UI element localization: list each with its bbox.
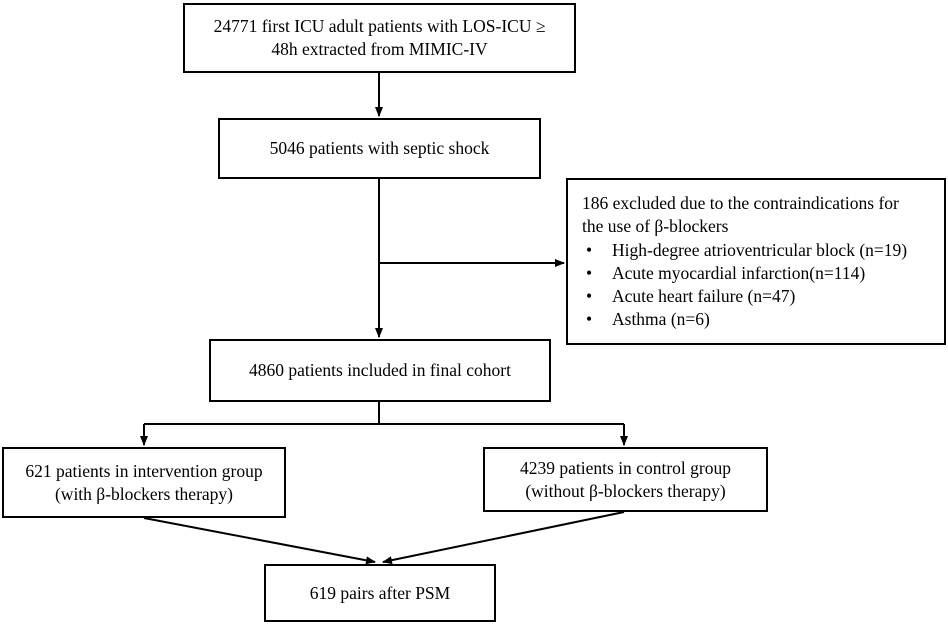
intervention-line-2: (with β-blockers therapy): [54, 483, 233, 504]
final-cohort-box: 4860 patients included in final cohort: [209, 339, 551, 402]
intervention-group-box: 621 patients in intervention group (with…: [2, 447, 286, 518]
exclusion-item-label: Asthma (n=6): [612, 309, 710, 329]
control-group-box: 4239 patients in control group (without …: [483, 447, 768, 512]
control-line-2: (without β-blockers therapy): [525, 480, 726, 501]
exclusion-item-mi: • Acute myocardial infarction(n=114): [582, 262, 934, 285]
psm-line-1: 619 pairs after PSM: [309, 582, 451, 603]
exclusion-item-label: Acute myocardial infarction(n=114): [612, 263, 866, 283]
control-line-1: 4239 patients in control group: [520, 457, 731, 478]
intervention-line-1: 621 patients in intervention group: [25, 460, 263, 481]
exclusion-item-heart-failure: • Acute heart failure (n=47): [582, 285, 934, 308]
arrow-intervention-to-psm: [143, 517, 376, 565]
bullet-icon: •: [586, 286, 593, 306]
source-line-2: 48h extracted from MIMIC-IV: [271, 39, 488, 59]
source-population-box: 24771 first ICU adult patients with LOS-…: [183, 3, 576, 73]
septic-shock-box: 5046 patients with septic shock: [218, 118, 541, 179]
exclusion-item-asthma: • Asthma (n=6): [582, 308, 934, 331]
bullet-icon: •: [586, 240, 593, 260]
psm-pairs-box: 619 pairs after PSM: [264, 564, 496, 622]
exclusion-item-av-block: • High-degree atrioventricular block (n=1…: [582, 239, 934, 262]
exclusion-list: • High-degree atrioventricular block (n=1…: [582, 239, 934, 331]
excluded-heading-line-1: 186 excluded due to the contraindication…: [582, 193, 899, 213]
bullet-icon: •: [586, 309, 593, 329]
source-line-1: 24771 first ICU adult patients with LOS-…: [213, 16, 546, 36]
bullet-icon: •: [586, 263, 593, 283]
exclusion-item-label: High-degree atrioventricular block (n=19…: [612, 240, 908, 260]
excluded-heading-line-2: the use of β-blockers: [582, 216, 729, 236]
exclusion-item-label: Acute heart failure (n=47): [612, 286, 796, 306]
excluded-heading: 186 excluded due to the contraindication…: [582, 192, 934, 238]
final-cohort-line-1: 4860 patients included in final cohort: [249, 360, 511, 380]
arrow-control-to-psm: [382, 511, 625, 565]
septic-line-1: 5046 patients with septic shock: [269, 138, 490, 158]
excluded-box: 186 excluded due to the contraindication…: [566, 178, 946, 345]
